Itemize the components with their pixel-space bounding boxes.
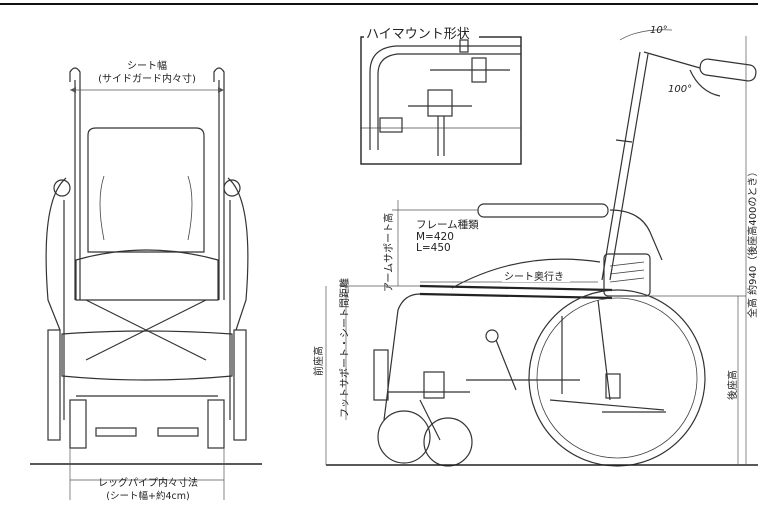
seat-cushion <box>75 249 219 301</box>
inset-handle-clamp <box>459 39 469 53</box>
arm-support-height-label: アームサポート高 <box>382 213 395 292</box>
footrest-clamp <box>423 371 445 399</box>
leg-pipe-note: (シート幅+約4cm) <box>106 490 189 502</box>
high-mount-inset: ハイマウント形状 <box>360 26 522 165</box>
backrest-left-curve <box>99 175 105 241</box>
seat-width-note: (サイドガード内々寸) <box>98 72 196 85</box>
footplate-arm <box>419 399 441 441</box>
recline-angle: 10° <box>650 25 668 36</box>
seat-depth-label: シート奥行き <box>504 270 564 283</box>
inset-handle-inner <box>377 53 521 150</box>
front-frame-tube <box>383 293 421 421</box>
rear-wheel-rim <box>536 297 698 459</box>
seat-frame-bottom <box>419 292 613 300</box>
footrest-distance-label: フットサポート・シート間距離 <box>338 278 351 418</box>
backrest <box>87 127 205 253</box>
cross-brace-b <box>85 299 207 361</box>
leg-pipe-title: レッグパイプ内々寸法 <box>98 476 198 489</box>
rear-frame-down <box>597 299 611 401</box>
left-wheel-arc <box>45 177 67 331</box>
side-panel-slot-2 <box>609 269 645 275</box>
push-handle-bar <box>643 51 701 69</box>
rear-seat-height-label: 後座高 <box>726 370 739 400</box>
frame-type-title: フレーム種類 <box>416 218 479 231</box>
inset-title-bg <box>364 26 479 40</box>
armrest-frame <box>609 209 663 261</box>
brake-knob <box>485 329 499 343</box>
left-footplate <box>95 427 137 437</box>
frame-type-l: L=450 <box>416 242 451 254</box>
left-rear-wheel <box>47 329 61 441</box>
tipping-lever <box>549 399 665 411</box>
total-height-label: 全高 約940（後座高400のとき） <box>746 167 758 318</box>
right-rear-wheel <box>233 329 247 441</box>
inset-handle <box>369 45 521 150</box>
brake-lever <box>689 69 721 97</box>
rear-wheel <box>528 289 706 467</box>
brake-rod <box>495 339 517 391</box>
left-caster <box>69 399 87 449</box>
handle-angle: 100° <box>668 84 692 95</box>
backrest-right-curve <box>187 175 193 241</box>
seat-width-title: シート幅 <box>127 59 167 72</box>
right-brake-knob <box>223 179 241 197</box>
side-panel-slot-3 <box>609 277 645 283</box>
front-seat-height-label: 前座高 <box>312 346 325 376</box>
right-back-post <box>213 67 225 300</box>
leg-support <box>373 349 389 401</box>
backrest-strap <box>615 139 633 143</box>
armrest-pad <box>477 203 609 218</box>
left-back-post <box>69 67 81 300</box>
front-caster-right <box>423 417 473 467</box>
frame-type-m: M=420 <box>416 231 454 243</box>
side-panel-slot-1 <box>609 261 645 267</box>
right-caster <box>207 399 225 449</box>
inset-title: ハイマウント形状 <box>366 27 470 42</box>
seat-depth-bg <box>502 270 570 282</box>
right-footplate <box>157 427 199 437</box>
inset-lock <box>379 117 403 133</box>
side-back-post <box>601 51 641 281</box>
inset-frame <box>360 36 522 165</box>
side-back-post-inner <box>609 53 649 281</box>
right-wheel-arc <box>227 177 249 331</box>
inset-mount-block <box>427 89 453 117</box>
recline-angle-arc <box>619 29 673 41</box>
seat-frame-top <box>419 284 613 292</box>
left-brake-knob <box>53 179 71 197</box>
side-view: 10° 100° <box>312 25 758 467</box>
front-view: シート幅 (サイドガード内々寸) レッグパイプ内々寸法 (シート幅+約4cm) <box>30 59 262 502</box>
seat-sling-curve <box>451 258 601 289</box>
rear-axle-plate <box>605 373 621 399</box>
front-caster-left <box>377 410 431 464</box>
leg-strap <box>61 330 233 381</box>
push-handle-grip <box>699 58 757 82</box>
